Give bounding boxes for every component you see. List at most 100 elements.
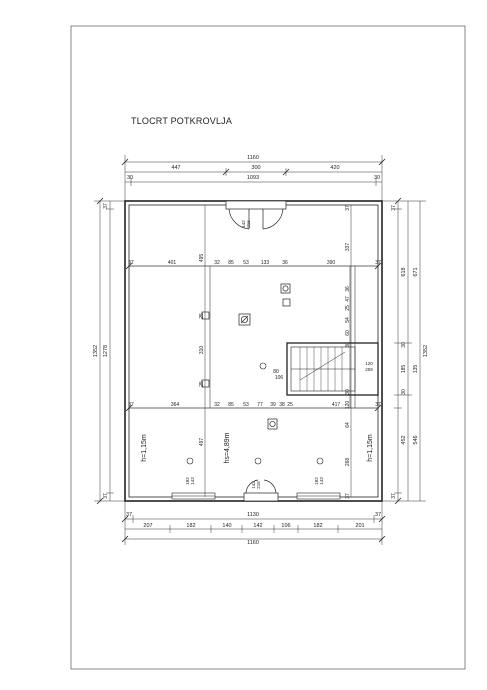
dim-top-seg-2: 300	[251, 165, 260, 171]
window-left-b: 143	[190, 477, 195, 485]
outer-walls	[124, 200, 383, 502]
dim-bottom-seg-2: 182	[186, 523, 195, 529]
dim-left-inner: 1278	[103, 345, 109, 357]
dim-v25a: 25	[199, 313, 205, 319]
dim-v495: 495	[199, 254, 205, 263]
row-lower-4: 53	[243, 402, 249, 408]
stair-height: 106	[275, 375, 284, 381]
dim-top-seg-3: 420	[330, 165, 339, 171]
row-lower-2: 32	[214, 402, 220, 408]
door-top-a: 142	[241, 220, 246, 228]
interior-lines	[129, 265, 378, 409]
height-right: h=1,15m	[367, 434, 374, 462]
row-lower-0: 37	[128, 402, 134, 408]
row-upper-6: 36	[282, 260, 288, 266]
dim-v497: 497	[199, 438, 205, 447]
dim-v120: 120	[345, 401, 351, 410]
dim-bottom-seg-5: 106	[281, 523, 290, 529]
dim-right-mid: 185	[401, 365, 407, 374]
row-lower-6: 39	[270, 402, 276, 408]
dim-v310: 310	[199, 346, 205, 355]
row-lower-10: 37	[375, 402, 381, 408]
row-lower-3: 85	[228, 402, 234, 408]
bottom-door	[243, 479, 279, 502]
row-upper-8: 37	[375, 260, 381, 266]
stair-block	[286, 342, 379, 396]
dimension-lines	[94, 155, 426, 545]
dim-bottom-overall: 1160	[247, 540, 259, 546]
row-lower-9: 417	[332, 402, 341, 408]
dim-left-bottom: 37	[103, 493, 109, 499]
sheet-border	[70, 25, 466, 670]
dim-top-overall: 1160	[247, 155, 259, 161]
door-bottom-a: 142	[251, 481, 256, 489]
dim-bottom-seg-1: 207	[143, 523, 152, 529]
dim-right-upper-total: 671	[413, 267, 419, 276]
dim-bottom-inner-left: 37	[126, 512, 132, 518]
row-lower-5: 77	[257, 402, 263, 408]
dim-right-overall: 1352	[423, 345, 429, 357]
dim-right-top-wall: 37	[391, 205, 397, 211]
dim-v25c: 25	[345, 305, 351, 311]
dim-left-overall: 1352	[93, 345, 99, 357]
dim-v268: 268	[345, 458, 351, 467]
dim-v54: 54	[345, 317, 351, 323]
row-lower-1: 364	[171, 402, 180, 408]
row-lower-7: 38	[279, 402, 285, 408]
dim-bottom-seg-7: 201	[355, 523, 364, 529]
top-door	[225, 200, 287, 230]
door-bottom-b: 216	[256, 481, 261, 489]
dim-bottom-seg-6: 182	[313, 523, 322, 529]
drawing-title: TLOCRT POTKROVLJA	[131, 116, 233, 126]
row-upper-0: 37	[128, 260, 134, 266]
dim-right-lower: 452	[401, 435, 407, 444]
row-upper-2: 32	[214, 260, 220, 266]
bottom-windows	[171, 492, 341, 500]
height-left: h=1,15m	[141, 434, 148, 462]
dim-right-lower-total: 546	[413, 435, 419, 444]
row-upper-4: 53	[243, 260, 249, 266]
window-right-b: 143	[319, 477, 324, 485]
dim-bottom-inner-mid: 1130	[247, 512, 259, 518]
dim-v64: 64	[345, 422, 351, 428]
dim-top-inner-mid: 1093	[247, 175, 259, 181]
dim-right-bottom-wall: 37	[391, 493, 397, 499]
row-upper-7: 390	[327, 260, 336, 266]
dim-v30b: 30	[345, 389, 351, 395]
dimension-ticks	[96, 158, 402, 543]
dim-top-inner-left: 30	[127, 175, 133, 181]
window-left-a: 182	[185, 477, 190, 485]
stair-label-b: 259	[365, 367, 373, 372]
vent-symbols	[201, 283, 291, 430]
dim-v47: 47	[345, 296, 351, 302]
window-right-a: 182	[314, 477, 319, 485]
row-upper-5: 133	[261, 260, 270, 266]
light-fixtures	[186, 362, 324, 465]
dim-right-upper: 618	[401, 267, 407, 276]
stair-width: 80	[273, 369, 279, 375]
dim-v30: 30	[345, 342, 351, 348]
dim-right-mid-wall-b: 30	[401, 389, 407, 395]
door-top-b: 216	[246, 220, 251, 228]
dim-left-top: 37	[103, 203, 109, 209]
dim-bottom-seg-3: 140	[222, 523, 231, 529]
dim-bottom-seg-4: 142	[253, 523, 262, 529]
dim-v25b: 25	[199, 381, 205, 387]
dim-v36: 36	[345, 286, 351, 292]
dim-v60: 60	[345, 330, 351, 336]
dim-v37c: 37	[345, 205, 351, 211]
height-center: hs=4,89m	[224, 432, 231, 463]
dim-bottom-inner-right: 37	[375, 512, 381, 518]
stair-label-a: 120	[365, 361, 373, 366]
dim-right-mid-total: 135	[413, 365, 419, 374]
dim-top-seg-1: 447	[171, 165, 180, 171]
dim-v37d: 37	[345, 493, 351, 499]
dim-right-mid-wall-a: 30	[401, 342, 407, 348]
dim-v337: 337	[345, 243, 351, 252]
dim-top-inner-right: 30	[374, 175, 380, 181]
row-upper-3: 85	[228, 260, 234, 266]
row-lower-8: 25	[287, 402, 293, 408]
row-upper-1: 401	[168, 260, 177, 266]
